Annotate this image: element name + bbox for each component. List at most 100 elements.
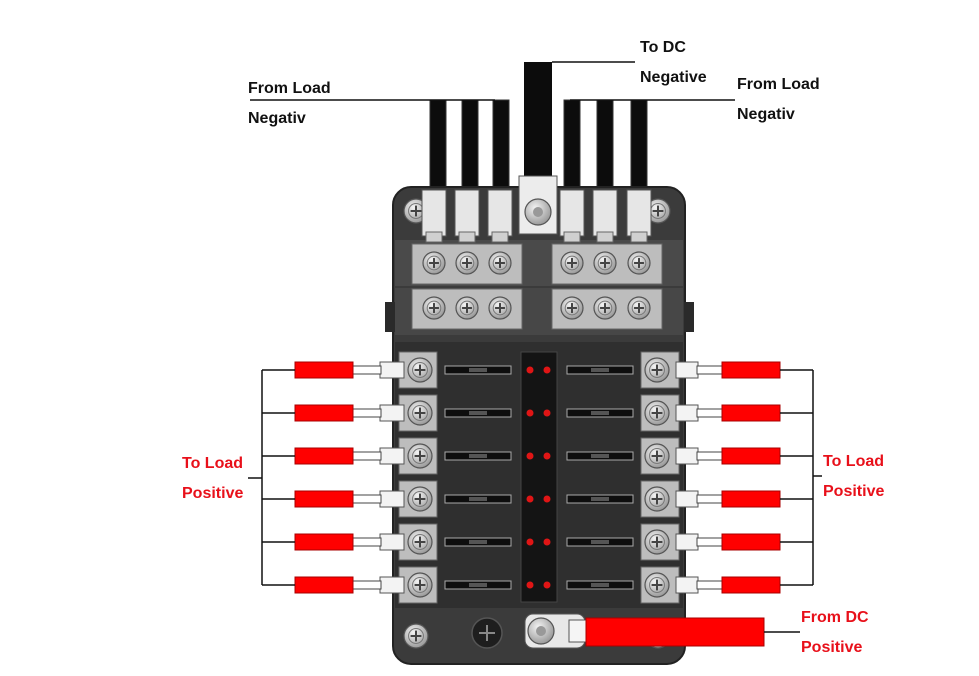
led-indicator-icon xyxy=(526,366,534,374)
led-indicator-icon xyxy=(543,366,551,374)
screw-terminal-icon xyxy=(644,357,670,383)
screw-terminal-icon xyxy=(407,572,433,598)
led-indicator-icon xyxy=(526,409,534,417)
screw-terminal-icon xyxy=(644,572,670,598)
label-from-load-negative-left: From Load Negativ xyxy=(248,80,331,127)
led-indicator-icon xyxy=(526,538,534,546)
wire-strip xyxy=(696,580,724,590)
wire-strip xyxy=(696,408,724,418)
crimp-ferrule xyxy=(675,576,699,594)
positive-load-wire xyxy=(721,533,781,551)
screw-terminal-icon xyxy=(644,486,670,512)
crimp-ferrule xyxy=(379,533,405,551)
side-clip xyxy=(684,302,694,332)
led-strip xyxy=(520,351,558,603)
negative-load-wire xyxy=(429,99,447,201)
screw-terminal-icon xyxy=(488,251,512,275)
screw-terminal-icon xyxy=(407,486,433,512)
lug-barrel xyxy=(491,231,509,243)
lug-barrel xyxy=(563,231,581,243)
lug-barrel xyxy=(425,231,443,243)
screw-terminal-icon xyxy=(593,296,617,320)
positive-load-wire xyxy=(294,404,354,422)
fuse-icon xyxy=(444,537,512,547)
fuse-icon xyxy=(566,408,634,418)
ring-lug xyxy=(559,189,585,237)
led-indicator-icon xyxy=(543,538,551,546)
led-indicator-icon xyxy=(526,452,534,460)
negative-load-wire xyxy=(461,99,479,201)
screw-terminal-icon xyxy=(644,529,670,555)
dc-positive-wire xyxy=(585,617,765,647)
label-to-load-positive-right: To Load Positive xyxy=(823,453,885,500)
screw-terminal-icon xyxy=(407,529,433,555)
positive-load-wire xyxy=(721,576,781,594)
mounting-screw-icon xyxy=(471,617,503,649)
screw-terminal-icon xyxy=(488,296,512,320)
lead-wires-layer xyxy=(248,361,822,649)
crimp-ferrule xyxy=(675,490,699,508)
screw-terminal-icon xyxy=(407,443,433,469)
screw-terminal-icon xyxy=(455,296,479,320)
screw-terminal-icon xyxy=(644,400,670,426)
crimp-ferrule xyxy=(675,447,699,465)
wiring-layer xyxy=(250,61,735,201)
positive-load-wire xyxy=(721,490,781,508)
led-indicator-icon xyxy=(543,409,551,417)
positive-load-wire xyxy=(294,533,354,551)
screw-terminal-icon xyxy=(455,251,479,275)
crimp-ferrule xyxy=(379,576,405,594)
screw-terminal-icon xyxy=(627,296,651,320)
led-indicator-icon xyxy=(526,581,534,589)
label-from-dc-positive: From DC Positive xyxy=(801,609,869,656)
wire-strip xyxy=(352,408,382,418)
fuse-icon xyxy=(566,451,634,461)
wire-strip xyxy=(696,494,724,504)
screw-terminal-icon xyxy=(403,623,429,649)
screw-terminal-icon xyxy=(407,400,433,426)
wire-strip xyxy=(352,494,382,504)
screw-terminal-icon xyxy=(407,357,433,383)
crimp-ferrule xyxy=(675,533,699,551)
negative-load-wire xyxy=(630,99,648,201)
fuse-icon xyxy=(444,580,512,590)
positive-load-wire xyxy=(294,361,354,379)
screw-terminal-icon xyxy=(422,296,446,320)
wire-strip xyxy=(696,365,724,375)
label-to-dc-negative: To DC Negative xyxy=(640,39,707,86)
positive-load-wire xyxy=(721,361,781,379)
wire-strip xyxy=(696,537,724,547)
crimp-ferrule xyxy=(379,361,405,379)
wire-strip xyxy=(352,451,382,461)
screw-terminal-icon xyxy=(645,198,671,224)
crimp-ferrule xyxy=(379,490,405,508)
wire-strip xyxy=(352,580,382,590)
stud-icon xyxy=(536,626,546,636)
crimp-ferrule xyxy=(379,447,405,465)
fuse-icon xyxy=(444,408,512,418)
ring-lug xyxy=(487,189,513,237)
wire-strip xyxy=(696,451,724,461)
negative-load-wire xyxy=(492,99,510,201)
crimp-ferrule xyxy=(675,361,699,379)
screw-terminal-icon xyxy=(627,251,651,275)
fuse-block-body xyxy=(385,175,694,665)
led-indicator-icon xyxy=(543,495,551,503)
fuse-icon xyxy=(444,365,512,375)
ring-lug xyxy=(421,189,447,237)
fuse-icon xyxy=(566,365,634,375)
lug-barrel xyxy=(458,231,476,243)
fuse-icon xyxy=(566,580,634,590)
positive-load-wire xyxy=(294,490,354,508)
lug-barrel xyxy=(630,231,648,243)
positive-load-wire xyxy=(721,447,781,465)
dc-negative-wire xyxy=(524,62,552,182)
led-indicator-icon xyxy=(543,452,551,460)
lug-barrel xyxy=(596,231,614,243)
screw-terminal-icon xyxy=(593,251,617,275)
wire-strip xyxy=(352,365,382,375)
label-to-load-positive-left: To Load Positive xyxy=(182,455,244,502)
side-clip xyxy=(385,302,395,332)
led-indicator-icon xyxy=(526,495,534,503)
